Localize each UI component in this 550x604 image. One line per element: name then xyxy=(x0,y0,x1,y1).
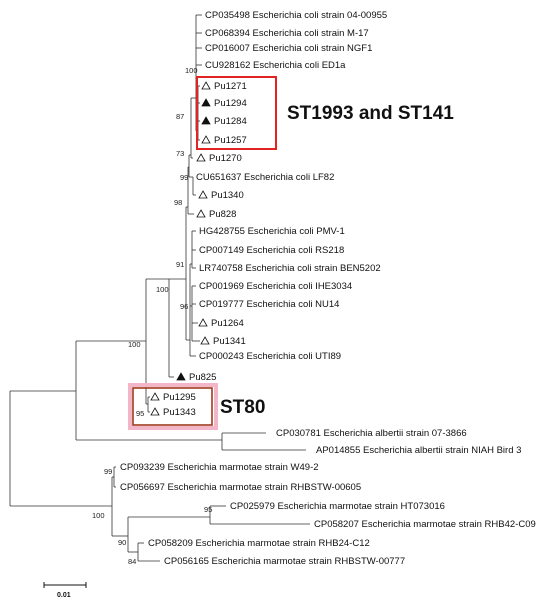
leaf-pu825: Pu825 xyxy=(189,372,216,383)
leaf-cp068394: CP068394 Escherichia coli strain M-17 xyxy=(205,28,369,39)
leaf-pu1271: Pu1271 xyxy=(214,81,247,92)
open-triangle-icon xyxy=(150,392,160,401)
leaf-pu1270: Pu1270 xyxy=(209,153,242,164)
st80-highlight: ST80 xyxy=(128,383,265,430)
bootstrap-label: 100 xyxy=(92,511,105,520)
bootstrap-label: 84 xyxy=(128,557,136,566)
filled-triangle-icon xyxy=(201,98,211,107)
leaf-pu1257: Pu1257 xyxy=(214,135,247,146)
st1993-box xyxy=(196,76,277,150)
open-triangle-icon xyxy=(201,135,211,144)
leaf-cp007149: CP007149 Escherichia coli RS218 xyxy=(199,245,344,256)
leaf-pu1284: Pu1284 xyxy=(214,116,247,127)
bootstrap-label: 100 xyxy=(128,340,141,349)
bootstrap-label: 87 xyxy=(176,112,184,121)
leaf-cp093239: CP093239 Escherichia marmotae strain W49… xyxy=(120,462,319,473)
leaf-pu1343: Pu1343 xyxy=(163,407,196,418)
leaf-cp035498: CP035498 Escherichia coli strain 04-0095… xyxy=(205,10,387,21)
open-triangle-icon xyxy=(198,318,208,327)
st80-label: ST80 xyxy=(220,397,265,418)
open-triangle-icon xyxy=(196,209,206,218)
leaf-pu1294: Pu1294 xyxy=(214,98,247,109)
leaf-cp058207: CP058207 Escherichia marmotae strain RHB… xyxy=(314,519,536,530)
tree-branches xyxy=(9,14,310,562)
st1993-highlight: ST1993 and ST141 xyxy=(196,76,454,150)
isolate-markers xyxy=(150,81,211,416)
leaf-cp025979: CP025979 Escherichia marmotae strain HT0… xyxy=(230,501,445,512)
bootstrap-label: 96 xyxy=(180,302,188,311)
open-triangle-icon xyxy=(198,190,208,199)
leaf-cp058209: CP058209 Escherichia marmotae strain RHB… xyxy=(148,538,370,549)
bootstrap-label: 73 xyxy=(176,149,184,158)
bootstrap-label: 95 xyxy=(136,409,144,418)
bootstrap-label: 90 xyxy=(118,538,126,547)
bootstrap-label: 99 xyxy=(180,173,188,182)
leaf-cp001969: CP001969 Escherichia coli IHE3034 xyxy=(199,281,352,292)
leaf-cp016007: CP016007 Escherichia coli strain NGF1 xyxy=(205,43,372,54)
leaf-cu651637: CU651637 Escherichia coli LF82 xyxy=(196,172,334,183)
leaf-hg428755: HG428755 Escherichia coli PMV-1 xyxy=(199,226,345,237)
bootstrap-label: 100 xyxy=(156,285,169,294)
scale-bar-label: 0.01 xyxy=(57,592,71,599)
bootstrap-label: 98 xyxy=(174,198,182,207)
bootstrap-label: 95 xyxy=(204,505,212,514)
bootstrap-label: 100 xyxy=(185,66,198,75)
open-triangle-icon xyxy=(150,407,160,416)
leaf-pu828: Pu828 xyxy=(209,209,236,220)
filled-triangle-icon xyxy=(176,372,186,381)
leaf-pu1340: Pu1340 xyxy=(211,190,244,201)
st1993-label: ST1993 and ST141 xyxy=(287,103,454,124)
bootstrap-values: 100 87 73 99 98 91 96 100 100 95 99 100 … xyxy=(92,66,212,566)
leaf-labels: CP035498 Escherichia coli strain 04-0095… xyxy=(120,10,536,567)
leaf-cp056697: CP056697 Escherichia marmotae strain RHB… xyxy=(120,482,361,493)
open-triangle-icon xyxy=(200,336,210,345)
leaf-cp000243: CP000243 Escherichia coli UTI89 xyxy=(199,351,341,362)
bootstrap-label: 99 xyxy=(104,467,112,476)
leaf-cp030781: CP030781 Escherichia albertii strain 07-… xyxy=(276,428,467,439)
scale-bar: 0.01 xyxy=(43,582,87,599)
open-triangle-icon xyxy=(201,81,211,90)
st80-glow xyxy=(128,383,218,430)
leaf-cp019777: CP019777 Escherichia coli NU14 xyxy=(199,299,339,310)
leaf-pu1341: Pu1341 xyxy=(213,336,246,347)
leaf-pu1264: Pu1264 xyxy=(211,318,244,329)
open-triangle-icon xyxy=(196,153,206,162)
st80-box xyxy=(132,387,213,426)
leaf-cu928162: CU928162 Escherichia coli ED1a xyxy=(205,60,346,71)
leaf-lr740758: LR740758 Escherichia coli strain BEN5202 xyxy=(199,263,381,274)
bootstrap-label: 91 xyxy=(176,260,184,269)
leaf-ap014855: AP014855 Escherichia albertii strain NIA… xyxy=(316,445,521,456)
leaf-pu1295: Pu1295 xyxy=(163,392,196,403)
filled-triangle-icon xyxy=(201,116,211,125)
leaf-cp056165: CP056165 Escherichia marmotae strain RHB… xyxy=(164,556,405,567)
